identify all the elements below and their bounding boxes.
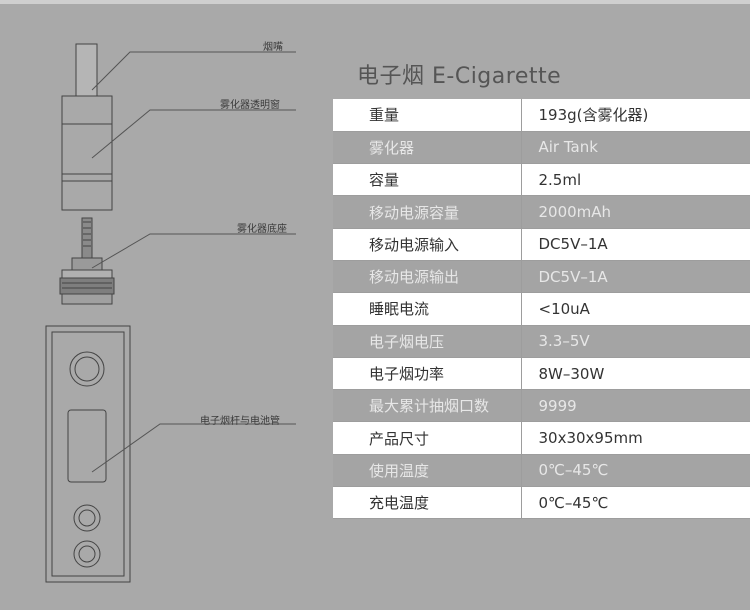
- spec-label: 电子烟电压: [333, 325, 522, 358]
- tank-drawing: [61, 95, 113, 211]
- spec-value: 0℃–45℃: [521, 486, 750, 519]
- spec-value: 0℃–45℃: [521, 454, 750, 487]
- callout-line-mouthpiece: [91, 51, 296, 91]
- spec-label: 使用温度: [333, 454, 522, 487]
- spec-label: 睡眠电流: [333, 292, 522, 326]
- spec-label: 最大累计抽烟口数: [333, 389, 522, 422]
- spec-label: 移动电源输出: [333, 260, 522, 293]
- callout-line-base: [91, 233, 296, 269]
- spec-label: 雾化器: [333, 131, 522, 164]
- callout-mouthpiece: 烟嘴: [263, 42, 283, 53]
- page-title: 电子烟 E-Cigarette: [357, 64, 562, 89]
- spec-value: 9999: [521, 389, 750, 422]
- spec-value: 193g(含雾化器): [521, 99, 750, 132]
- spec-value: 8W–30W: [521, 357, 750, 390]
- spec-value: 2000mAh: [521, 195, 750, 229]
- spec-value: DC5V–1A: [521, 260, 750, 293]
- spec-label: 移动电源容量: [333, 195, 522, 229]
- spec-label: 产品尺寸: [333, 421, 522, 455]
- callout-body: 电子烟杆与电池管: [200, 416, 280, 427]
- body-drawing: [45, 325, 131, 583]
- spec-label: 重量: [333, 99, 522, 132]
- fire-button-drawing: [69, 351, 105, 387]
- screen-drawing: [67, 409, 107, 483]
- spec-row: 睡眠电流<10uA: [333, 292, 750, 326]
- spec-value: 2.5ml: [521, 163, 750, 196]
- spec-value: Air Tank: [521, 131, 750, 164]
- spec-label: 移动电源输入: [333, 228, 522, 261]
- product-diagram: [45, 43, 296, 583]
- spec-value: 30x30x95mm: [521, 421, 750, 455]
- spec-label: 容量: [333, 163, 522, 196]
- callout-line-body: [91, 423, 296, 473]
- callout-line-window: [91, 109, 296, 159]
- spec-label: 充电温度: [333, 486, 522, 519]
- callout-base: 雾化器底座: [237, 224, 287, 235]
- spec-label: 电子烟功率: [333, 357, 522, 390]
- down-button-drawing: [73, 540, 101, 568]
- spec-value: 3.3–5V: [521, 325, 750, 358]
- spec-value: <10uA: [521, 292, 750, 326]
- callout-window: 雾化器透明窗: [220, 100, 280, 111]
- base-ring-drawing: [71, 257, 103, 271]
- up-button-drawing: [73, 504, 101, 532]
- top-border: [0, 0, 750, 4]
- spec-value: DC5V–1A: [521, 228, 750, 261]
- base-post-drawing: [81, 217, 93, 259]
